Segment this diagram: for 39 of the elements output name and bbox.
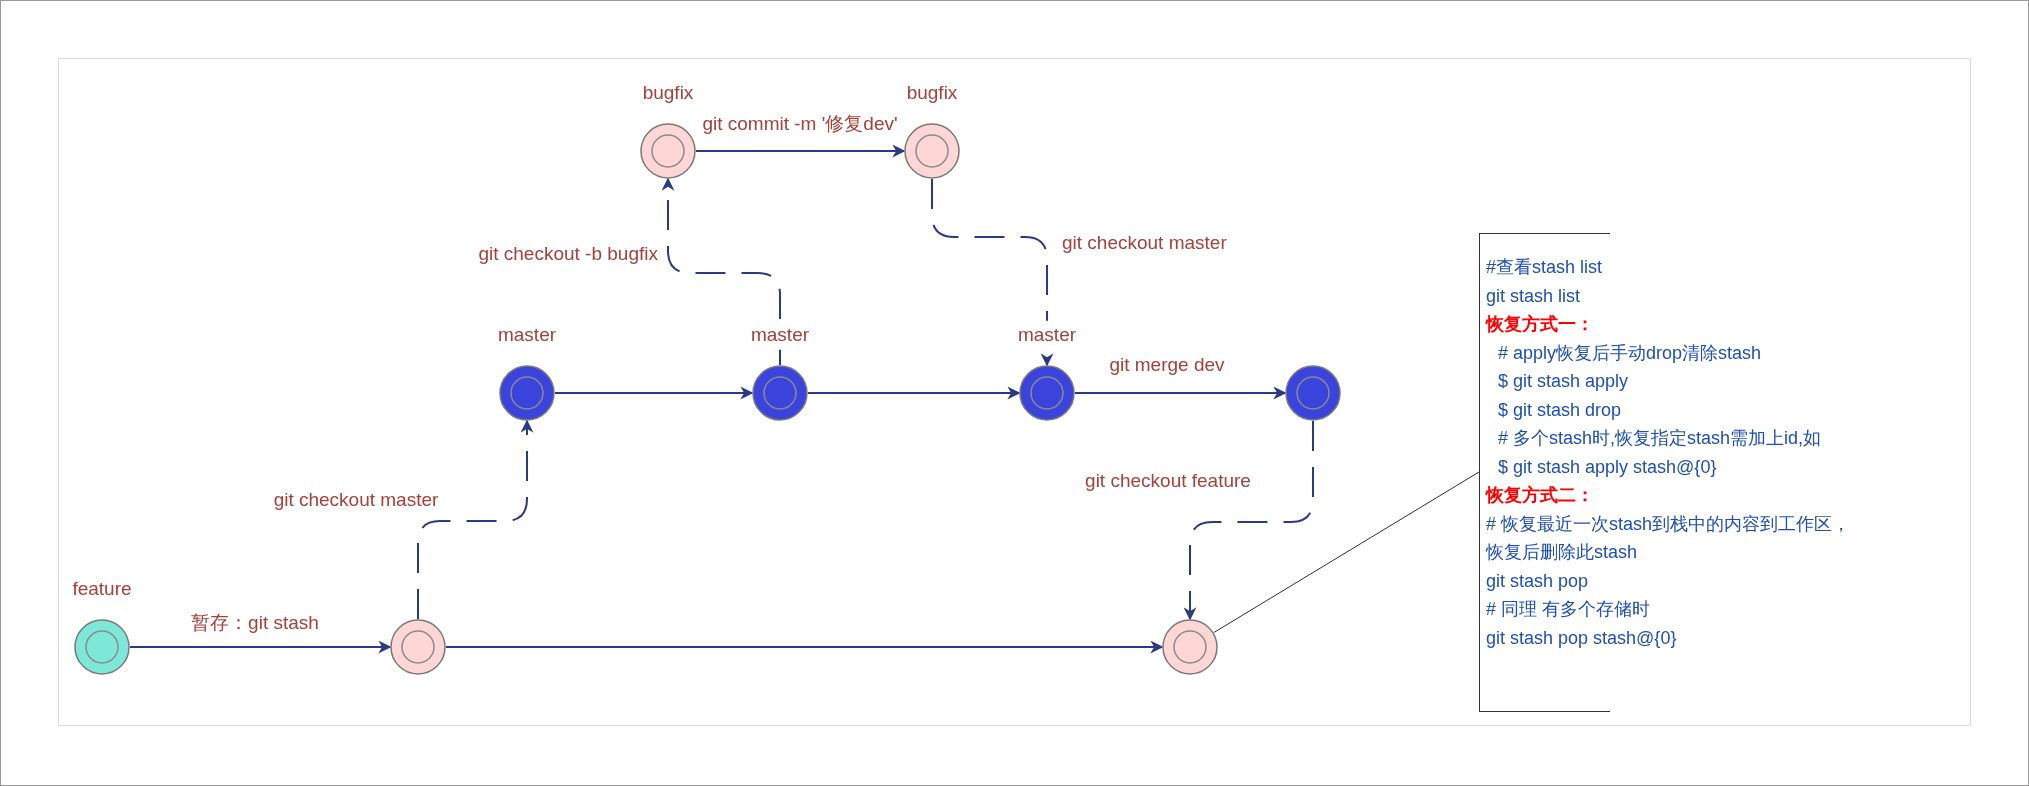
note-heading: 恢复方式一： bbox=[1486, 313, 1595, 336]
note-line: #查看stash list bbox=[1486, 256, 1604, 279]
note-line: $ git stash apply bbox=[1497, 370, 1630, 393]
commit-circle bbox=[1019, 365, 1075, 421]
arrow bbox=[1074, 386, 1287, 400]
arrow bbox=[554, 386, 754, 400]
note-line: $ git stash apply stash@{0} bbox=[1497, 455, 1718, 479]
note-line: git stash pop stash@{0} bbox=[1486, 626, 1678, 650]
edge-label: git checkout master bbox=[273, 487, 439, 512]
note-line: $ git stash drop bbox=[1497, 398, 1623, 422]
edge-label: 暂存：git stash bbox=[191, 610, 319, 635]
edge-label: git commit -m '修复dev' bbox=[702, 111, 898, 136]
note-line: # apply恢复后手动drop清除stash bbox=[1497, 341, 1763, 365]
arrow bbox=[445, 640, 1164, 654]
commit-circle bbox=[74, 619, 130, 675]
dashed-arrow bbox=[931, 178, 1054, 367]
commit-circle bbox=[904, 123, 960, 179]
note-heading: 恢复方式二： bbox=[1486, 484, 1595, 507]
commit-circle bbox=[499, 365, 555, 421]
arrow bbox=[807, 386, 1021, 400]
commit-circle bbox=[390, 619, 446, 675]
dashed-arrow bbox=[1183, 420, 1314, 621]
arrow bbox=[695, 144, 906, 158]
note-line: git stash pop bbox=[1486, 569, 1590, 593]
edge-label: git checkout feature bbox=[1085, 468, 1251, 493]
dashed-arrow bbox=[661, 177, 781, 366]
commit-circle bbox=[1285, 365, 1341, 421]
note-line: # 同理 有多个存储时 bbox=[1486, 598, 1651, 621]
dashed-arrow bbox=[417, 419, 534, 620]
edge-label: git checkout master bbox=[1062, 230, 1227, 255]
edge-label: git checkout -b bugfix bbox=[478, 241, 658, 266]
note-line: # 多个stash时,恢复指定stash需加上id,如 bbox=[1497, 427, 1823, 450]
commit-circle bbox=[1162, 619, 1218, 675]
leader-line bbox=[1213, 471, 1480, 633]
edge-label: git merge dev bbox=[1109, 352, 1225, 377]
arrow bbox=[129, 640, 392, 654]
commit-circle bbox=[640, 123, 696, 179]
commit-circle bbox=[752, 365, 808, 421]
note-line: git stash list bbox=[1486, 284, 1582, 308]
